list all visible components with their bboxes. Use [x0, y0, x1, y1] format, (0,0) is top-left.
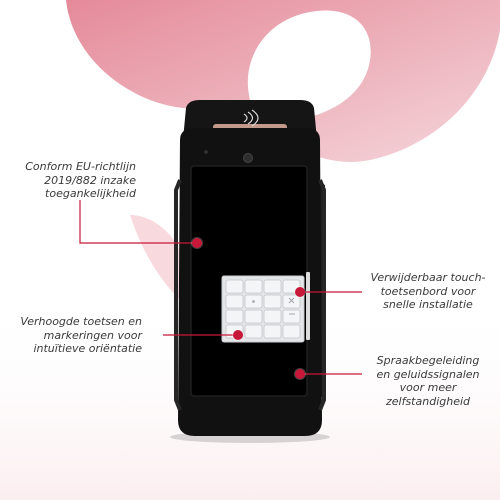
- callout-line: voor meer: [399, 381, 457, 394]
- camera-icon: [243, 153, 253, 163]
- callout-dot-accessibility: [192, 238, 202, 248]
- callout-accessibility: Conform EU-richtlijn 2019/882 inzake toe…: [25, 160, 136, 201]
- callout-line: markeringen voor: [43, 328, 142, 342]
- callout-line: zelfstandigheid: [385, 394, 471, 408]
- callout-keypad: Verwijderbaar touch- toetsenbord voor sn…: [366, 271, 490, 312]
- callout-line: Conform EU-richtlijn: [25, 160, 136, 173]
- callout-keys: Verhoogde toetsen en markeringen voor in…: [20, 315, 142, 356]
- callout-line: 2019/882 inzake: [44, 173, 136, 187]
- callout-line: toegankelijkheid: [45, 187, 136, 200]
- callout-line: en geluidssignalen: [376, 367, 480, 381]
- callout-line: Spraakbegeleiding: [376, 354, 480, 367]
- callout-line: toetsenbord voor: [380, 284, 476, 298]
- callout-dot-audio: [295, 369, 305, 379]
- callout-line: intuïtieve oriëntatie: [33, 342, 142, 355]
- callout-dot-keypad: [295, 287, 305, 297]
- callout-audio: Spraakbegeleiding en geluidssignalen voo…: [366, 354, 490, 408]
- callout-dot-keys: [233, 330, 243, 340]
- callout-line: Verwijderbaar touch-: [370, 271, 486, 284]
- callout-line: Verhoogde toetsen en: [20, 315, 142, 328]
- callout-line: snelle installatie: [383, 298, 473, 311]
- contactless-icon: [243, 109, 259, 127]
